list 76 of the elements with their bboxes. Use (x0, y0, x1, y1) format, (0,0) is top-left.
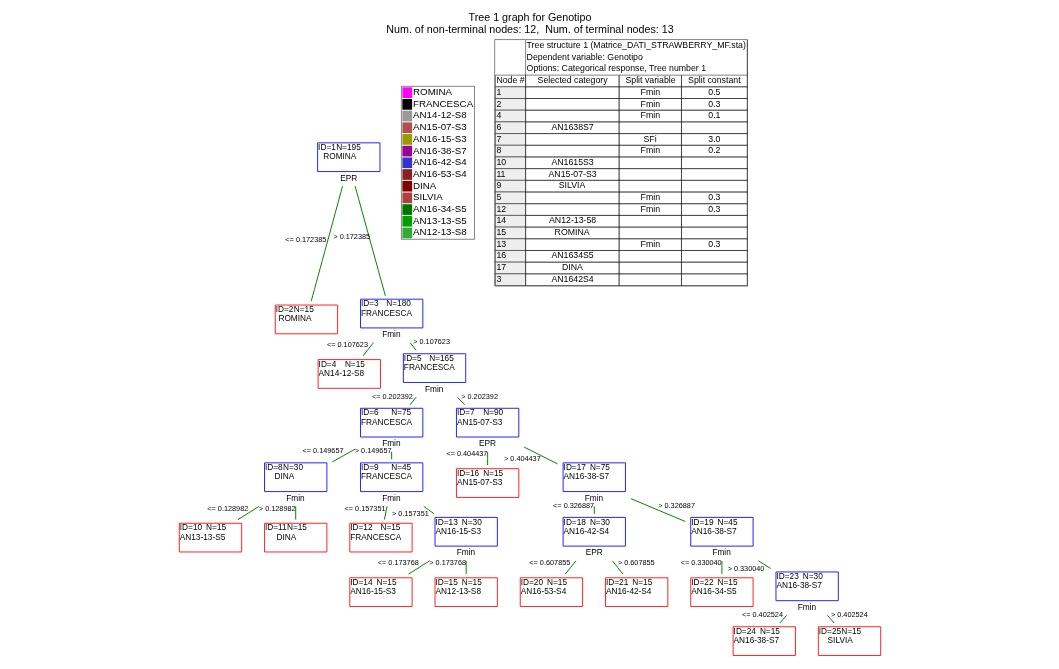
label: AN1642S4 (550, 273, 594, 284)
label: Fmin (640, 203, 660, 214)
label: ROMINA (554, 227, 590, 238)
legend-label: AN16-53-S4 (412, 167, 467, 179)
label: 9 (495, 180, 501, 191)
label: 0.3 (707, 98, 720, 109)
label: 2 (495, 98, 501, 109)
legend-label: AN16-42-S4 (412, 156, 467, 168)
label: 0.3 (707, 203, 720, 214)
label: 4 (495, 110, 501, 121)
legend-label: AN16-15-S3 (412, 132, 467, 144)
label: Fmin (640, 192, 660, 203)
legend-label: AN12-13-S8 (412, 226, 467, 238)
label: 10 (495, 156, 506, 167)
label: AN1615S3 (550, 156, 594, 167)
label: Fmin (640, 238, 660, 249)
label: Options: Categorical response, Tree number 1 (526, 63, 706, 74)
legend-label: AN14-12-S8 (412, 109, 467, 121)
label: SILVIA (558, 180, 585, 191)
label: Split constant (687, 75, 741, 86)
label: 5 (495, 192, 501, 203)
label: Fmin (640, 110, 660, 121)
node-label: Fmin (584, 493, 603, 503)
node-label: Fmin (285, 493, 305, 503)
label: 0.3 (707, 192, 720, 203)
label: AN12-13-58 (548, 215, 596, 226)
label: 12 (495, 203, 506, 214)
node-label: Fmin (424, 384, 443, 394)
label: 11 (495, 168, 505, 179)
node-label: EPR (339, 173, 357, 183)
node-label: Fmin (381, 439, 401, 449)
label: Tree structure 1 (Matrice_DATI_STRAWBERRY_MF.sta) (526, 40, 746, 51)
label: AN1634S5 (550, 250, 594, 261)
node-label: EPR (478, 439, 496, 449)
label: DINA (561, 262, 583, 273)
legend-label: FRANCESCA (412, 97, 473, 109)
legend-label: AN16-34-S5 (412, 203, 467, 214)
node-label: Fmin (456, 548, 475, 558)
node-label: Fmin (381, 329, 401, 339)
label: 3 (495, 273, 501, 284)
label: 13 (495, 238, 506, 249)
legend-label: SILVIA (412, 191, 443, 203)
label: Split variable (624, 75, 676, 86)
label: 0.3 (707, 238, 720, 249)
legend-label: AN13-13-S5 (412, 214, 467, 226)
label: Selected category (537, 75, 608, 86)
label: Fmin (640, 145, 660, 156)
label: 16 (495, 250, 506, 261)
label: 0.2 (707, 145, 720, 156)
caption: Num. of non-terminal nodes: 12, Num. of terminal nodes: 13 (385, 22, 674, 35)
label: 8 (495, 145, 501, 156)
legend-label: AN16-38-S7 (412, 144, 467, 156)
node-label: Fmin (797, 602, 816, 612)
label: 1 (495, 86, 501, 97)
label: AN15-07-S3 (548, 168, 597, 179)
label: Node # (495, 75, 525, 86)
label: Fmin (640, 98, 660, 109)
label: Dependent variable: Genotipo (526, 51, 643, 62)
legend-label: AN15-07-S3 (412, 121, 467, 133)
label: 7 (495, 133, 501, 144)
label: 17 (495, 262, 506, 273)
label: SFi (642, 133, 657, 144)
label: 6 (495, 121, 501, 132)
label: 0.1 (707, 110, 720, 121)
label: AN1638S7 (550, 121, 594, 132)
legend-label: DINA (412, 179, 436, 191)
label: 3.0 (707, 133, 720, 144)
label: 14 (495, 215, 506, 226)
legend-label: ROMINA (412, 86, 452, 98)
node-label: Fmin (711, 548, 731, 558)
label: Fmin (640, 86, 660, 97)
node-label: Fmin (381, 493, 401, 503)
node-label: EPR (585, 548, 603, 558)
label: 15 (495, 227, 506, 238)
label: 0.5 (707, 86, 720, 97)
diagram-title: Tree 1 graph for Genotipo (468, 10, 591, 23)
